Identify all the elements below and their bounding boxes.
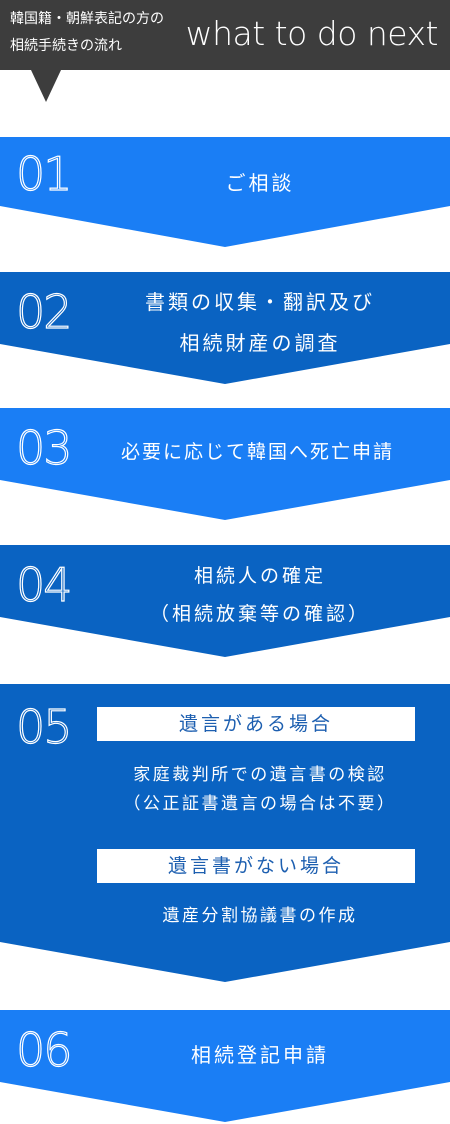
header-title: what to do next — [185, 14, 439, 53]
step-06-number: 06 — [15, 1023, 73, 1077]
step-04-number: 04 — [15, 558, 73, 612]
step-06-arrow — [0, 1010, 450, 1122]
step-06-label: 相続登記申請 — [191, 1043, 329, 1067]
step-01: 01 ご相談 — [0, 137, 450, 247]
step-03-number: 03 — [15, 421, 73, 475]
step-01-number: 01 — [15, 147, 73, 201]
step-06: 06 相続登記申請 — [0, 1010, 450, 1122]
step-02: 02 書類の収集・翻訳及び 相続財産の調査 — [0, 272, 450, 384]
step-03-label: 必要に応じて韓国へ死亡申請 — [120, 441, 394, 463]
step-05-box-without-will: 遺言書がない場合 — [97, 849, 415, 883]
step-04-arrow — [0, 545, 450, 657]
step-02-number: 02 — [15, 285, 73, 339]
step-05-text-with-will: 家庭裁判所での遺言書の検認 （公正証書遺言の場合は不要） — [123, 765, 397, 814]
step-02-arrow — [0, 272, 450, 384]
header-pointer — [31, 70, 61, 102]
header-subtitle: 韓国籍・朝鮮表記の方の 相続手続きの流れ — [10, 11, 164, 54]
page-header: 韓国籍・朝鮮表記の方の 相続手続きの流れ what to do next — [0, 0, 450, 70]
step-05-box-with-will: 遺言がある場合 — [97, 707, 415, 741]
step-01-label: ご相談 — [225, 171, 295, 195]
step-04: 04 相続人の確定 （相続放棄等の確認） — [0, 545, 450, 657]
step-05: 05 遺言がある場合 家庭裁判所での遺言書の検認 （公正証書遺言の場合は不要） … — [0, 684, 450, 982]
step-05-number: 05 — [15, 700, 73, 754]
step-03-arrow — [0, 408, 450, 520]
step-04-label: 相続人の確定 （相続放棄等の確認） — [149, 565, 370, 625]
step-03: 03 必要に応じて韓国へ死亡申請 — [0, 408, 450, 520]
step-01-arrow — [0, 137, 450, 247]
step-05-text-without-will: 遺産分割協議書の作成 — [162, 906, 358, 926]
step-02-label: 書類の収集・翻訳及び 相続財産の調査 — [145, 290, 375, 355]
step-05-arrow — [0, 684, 450, 982]
